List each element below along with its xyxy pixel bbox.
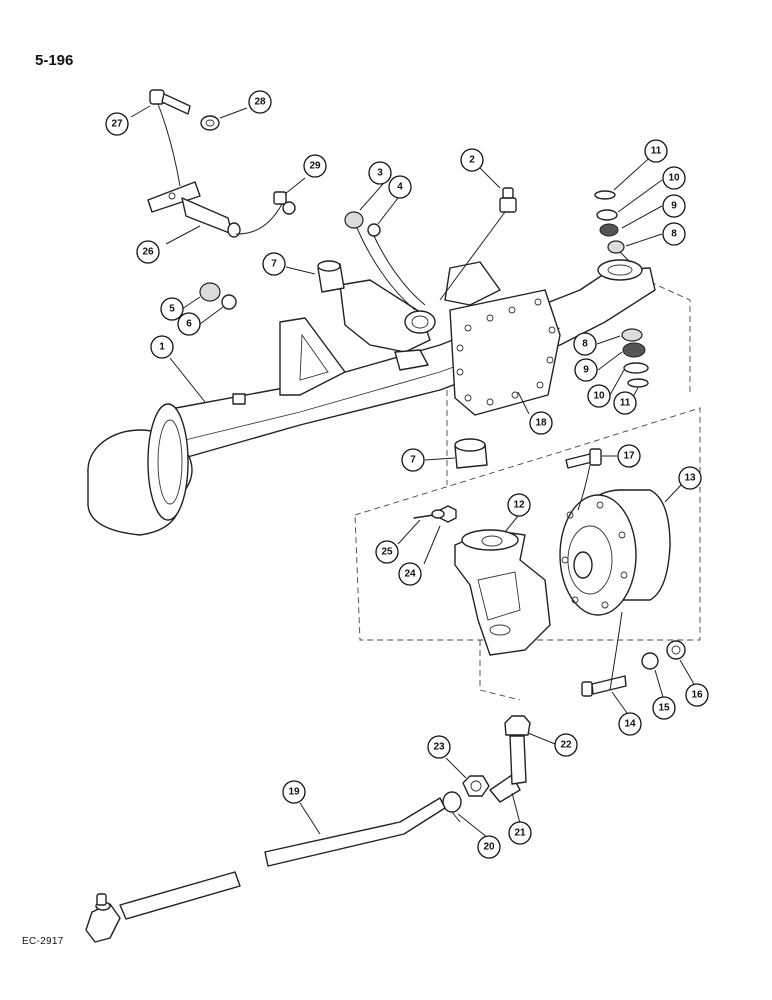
front-axle-housing-icon <box>87 259 656 536</box>
svg-text:24: 24 <box>404 569 416 580</box>
svg-text:9: 9 <box>583 365 589 376</box>
svg-text:20: 20 <box>483 842 495 853</box>
callout-11-upper: 11 <box>644 139 668 163</box>
svg-text:5: 5 <box>169 304 175 315</box>
lock-washer-28-icon <box>200 115 220 131</box>
callout-22: 22 <box>554 733 578 757</box>
svg-text:13: 13 <box>684 473 696 484</box>
svg-text:9: 9 <box>671 201 677 212</box>
callout-2: 2 <box>460 148 484 172</box>
callout-14: 14 <box>618 712 642 736</box>
svg-text:8: 8 <box>582 339 588 350</box>
bushing-16-icon <box>666 640 686 660</box>
tie-rod-icon <box>85 797 446 943</box>
callout-13: 13 <box>678 466 702 490</box>
svg-text:23: 23 <box>433 742 445 753</box>
callout-7-upper: 7 <box>262 252 286 276</box>
callout-4: 4 <box>388 175 412 199</box>
svg-text:7: 7 <box>271 259 277 270</box>
bearing-stack-lower-icon <box>621 328 649 388</box>
callout-20: 20 <box>477 835 501 859</box>
svg-text:10: 10 <box>593 391 605 402</box>
clamp-20-icon <box>442 791 462 823</box>
nut-15-icon <box>641 652 659 670</box>
callout-19: 19 <box>282 780 306 804</box>
steering-knuckle-icon <box>454 529 551 656</box>
callout-1: 1 <box>150 335 174 359</box>
bushing-3-icon <box>344 211 426 311</box>
bolt-27-icon <box>149 89 191 187</box>
callout-10-lower: 10 <box>587 384 611 408</box>
bolt-14-icon <box>581 611 627 697</box>
svg-text:11: 11 <box>620 398 631 409</box>
callout-29: 29 <box>303 154 327 178</box>
svg-text:15: 15 <box>658 703 670 714</box>
callout-3: 3 <box>368 161 392 185</box>
callout-28: 28 <box>248 90 272 114</box>
bushing-7-icon <box>317 260 488 469</box>
cotter-pin-25-icon <box>413 509 445 519</box>
callout-21: 21 <box>508 821 532 845</box>
bushing-5-icon <box>199 282 237 310</box>
callout-8-upper: 8 <box>662 222 686 246</box>
svg-text:11: 11 <box>651 146 662 157</box>
svg-text:18: 18 <box>535 418 547 429</box>
callout-17: 17 <box>617 444 641 468</box>
callout-25: 25 <box>375 540 399 564</box>
callout-12: 12 <box>507 493 531 517</box>
assembly-guide-lines <box>354 281 701 701</box>
svg-text:3: 3 <box>377 168 383 179</box>
callout-9-upper: 9 <box>662 194 686 218</box>
page-number: 5-196 <box>35 52 74 69</box>
bolt-17-icon <box>565 448 602 511</box>
svg-text:25: 25 <box>381 547 393 558</box>
grease-fitting-29-icon <box>235 191 296 235</box>
svg-text:16: 16 <box>691 690 703 701</box>
grease-nipple-icon <box>439 187 517 301</box>
svg-text:29: 29 <box>309 161 321 172</box>
callout-5: 5 <box>160 297 184 321</box>
svg-text:28: 28 <box>254 97 266 108</box>
callout-27: 27 <box>105 112 129 136</box>
callout-24: 24 <box>398 562 422 586</box>
svg-text:7: 7 <box>410 455 416 466</box>
svg-text:6: 6 <box>186 319 192 330</box>
svg-text:2: 2 <box>469 155 475 166</box>
svg-text:1: 1 <box>159 342 165 353</box>
svg-text:17: 17 <box>623 451 635 462</box>
callout-10-upper: 10 <box>662 166 686 190</box>
svg-text:22: 22 <box>560 740 572 751</box>
callout-7-lower: 7 <box>401 448 425 472</box>
svg-text:10: 10 <box>668 173 680 184</box>
svg-text:12: 12 <box>513 500 525 511</box>
svg-text:4: 4 <box>397 182 403 193</box>
reference-code: EC-2917 <box>22 936 64 947</box>
svg-text:27: 27 <box>111 119 123 130</box>
svg-text:21: 21 <box>514 828 526 839</box>
nut-22-icon <box>504 715 531 736</box>
kingpin-26-icon <box>147 181 241 238</box>
callout-9-lower: 9 <box>574 358 598 382</box>
wheel-hub-icon <box>559 489 671 616</box>
svg-text:14: 14 <box>624 719 636 730</box>
svg-text:8: 8 <box>671 229 677 240</box>
callout-11-lower: 11 <box>613 391 637 415</box>
callout-6: 6 <box>177 312 201 336</box>
svg-text:26: 26 <box>142 247 154 258</box>
callout-15: 15 <box>652 696 676 720</box>
callout-26: 26 <box>136 240 160 264</box>
callout-18: 18 <box>529 411 553 435</box>
callout-16: 16 <box>685 683 709 707</box>
callout-23: 23 <box>427 735 451 759</box>
callout-8-lower: 8 <box>573 332 597 356</box>
tie-rod-end-icon <box>489 735 527 803</box>
callout-leaders <box>130 105 695 839</box>
bearing-stack-upper-icon <box>594 190 631 263</box>
svg-text:19: 19 <box>288 787 300 798</box>
nut-23-icon <box>462 775 490 797</box>
